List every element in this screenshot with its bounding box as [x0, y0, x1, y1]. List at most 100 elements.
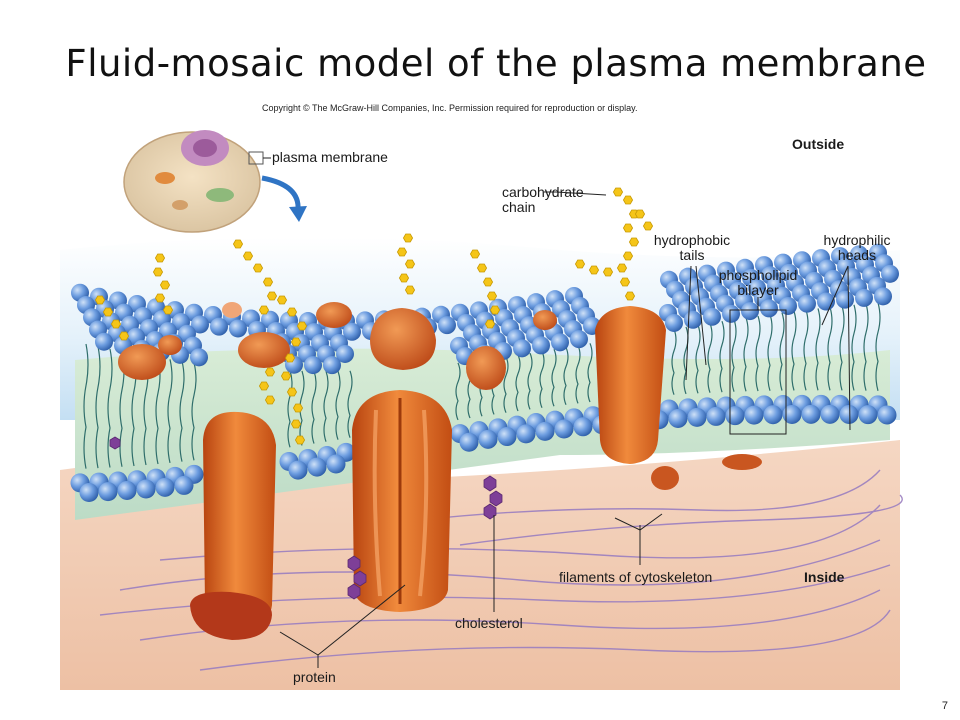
phospholipid-head — [706, 406, 726, 426]
phospholipid-tail — [815, 308, 821, 391]
sugar-unit — [404, 259, 416, 269]
sugar-unit — [258, 305, 270, 315]
phospholipid-head — [323, 356, 341, 375]
sugar-unit — [262, 277, 274, 287]
phospholipid-head — [535, 421, 555, 441]
sugar-unit — [292, 403, 304, 413]
sugar-unit — [486, 291, 498, 301]
cholesterol-molecules — [109, 436, 503, 600]
label-carbohydrate-chain: carbohydrate chain — [502, 185, 584, 215]
label-hydrophobic-line1: hydrophobic — [653, 232, 731, 248]
sugar-unit — [232, 239, 244, 249]
phospholipid-head — [858, 405, 878, 425]
phospholipid-head — [288, 460, 308, 480]
peripheral-proteins — [118, 302, 557, 390]
phospholipid-head — [798, 294, 816, 313]
sugar-unit — [284, 353, 296, 363]
phospholipid-head — [855, 288, 873, 307]
phospholipid-head — [98, 482, 118, 502]
zoom-arrow-icon — [261, 175, 301, 211]
sugar-unit — [574, 259, 586, 269]
phospholipid-tail — [827, 306, 833, 391]
phospholipid-tail — [707, 322, 713, 393]
label-plasma-membrane: plasma membrane — [272, 149, 388, 165]
phospholipid-tail — [851, 304, 857, 391]
sugar-unit — [152, 267, 164, 277]
phospholipid-head — [877, 405, 897, 425]
phospholipid-head — [516, 424, 536, 444]
phospholipid-tail — [779, 312, 785, 391]
phospholipid-tail — [719, 321, 725, 393]
phospholipid-head — [210, 317, 228, 336]
label-inside: Inside — [804, 569, 845, 585]
sugar-unit — [118, 331, 130, 341]
phospholipid-head — [117, 480, 137, 500]
sugar-unit — [94, 295, 106, 305]
sugar-unit — [628, 237, 640, 247]
sugar-unit — [616, 263, 628, 273]
phospholipid-head — [190, 348, 208, 367]
transmembrane-protein-left — [190, 411, 276, 640]
phospholipid-head — [478, 429, 498, 449]
phospholipid-head — [229, 319, 247, 338]
cell-inset — [123, 130, 307, 233]
phospholipid-head — [459, 432, 479, 452]
label-phospholipid-bilayer: phospholipid bilayer — [710, 268, 806, 298]
phospholipid-head — [668, 408, 688, 428]
phospholipid-tail — [803, 309, 809, 391]
sugar-unit — [154, 293, 166, 303]
label-phospholipid-line1: phospholipid — [718, 267, 798, 283]
phospholipid-tail — [863, 303, 869, 391]
glycoprotein-right — [595, 306, 762, 490]
sugar-unit — [619, 277, 631, 287]
sugar-unit — [294, 435, 306, 445]
phospholipid-tail — [563, 347, 569, 405]
sugar-unit — [402, 233, 414, 243]
phospholipid-head — [741, 302, 759, 321]
phospholipid-tail — [767, 314, 773, 391]
phospholipid-head — [874, 287, 892, 306]
sugar-unit — [404, 285, 416, 295]
phospholipid-head — [551, 333, 569, 352]
sugar-unit — [476, 263, 488, 273]
phospholipid-head — [703, 307, 721, 326]
channel-protein — [352, 390, 452, 612]
phospholipid-tail — [731, 319, 737, 392]
slide-title: Fluid-mosaic model of the plasma membran… — [65, 42, 927, 85]
label-hydrophilic-line2: heads — [837, 247, 877, 263]
phospholipid-head — [725, 406, 745, 426]
phospholipid-head — [744, 405, 764, 425]
label-hydrophilic-line1: hydrophilic — [823, 232, 891, 248]
phospholipid-head — [326, 454, 346, 474]
phospholipid-head — [343, 322, 361, 341]
sugar-unit — [264, 367, 276, 377]
sugar-unit — [622, 251, 634, 261]
label-outside: Outside — [792, 136, 845, 152]
phospholipid-tail — [107, 348, 113, 468]
phospholipid-tail — [875, 302, 881, 391]
sugar-unit — [159, 280, 171, 290]
sugar-unit — [489, 305, 501, 315]
phospholipid-head — [174, 475, 194, 495]
phospholipid-head — [532, 336, 550, 355]
phospholipid-head — [820, 404, 840, 424]
phospholipid-head — [155, 477, 175, 497]
sugar-unit — [276, 295, 288, 305]
sugar-unit — [612, 187, 624, 197]
label-hydrophobic-tails: hydrophobic tails — [646, 233, 738, 263]
phospholipid-head — [79, 483, 99, 503]
phospholipid-tail — [95, 346, 101, 469]
phospholipid-tail — [155, 357, 161, 465]
phospholipid-head — [779, 296, 797, 315]
phospholipid-head — [801, 404, 821, 424]
phospholipid-tail — [455, 362, 461, 421]
label-carbohydrate-line2: chain — [502, 199, 536, 215]
phospholipid-head — [763, 405, 783, 425]
phospholipid-tail — [587, 343, 593, 403]
phospholipid-head — [665, 313, 683, 332]
sugar-unit — [102, 307, 114, 317]
sugar-unit — [602, 267, 614, 277]
label-phospholipid-line2: bilayer — [737, 282, 779, 298]
phospholipid-tail — [755, 315, 761, 392]
